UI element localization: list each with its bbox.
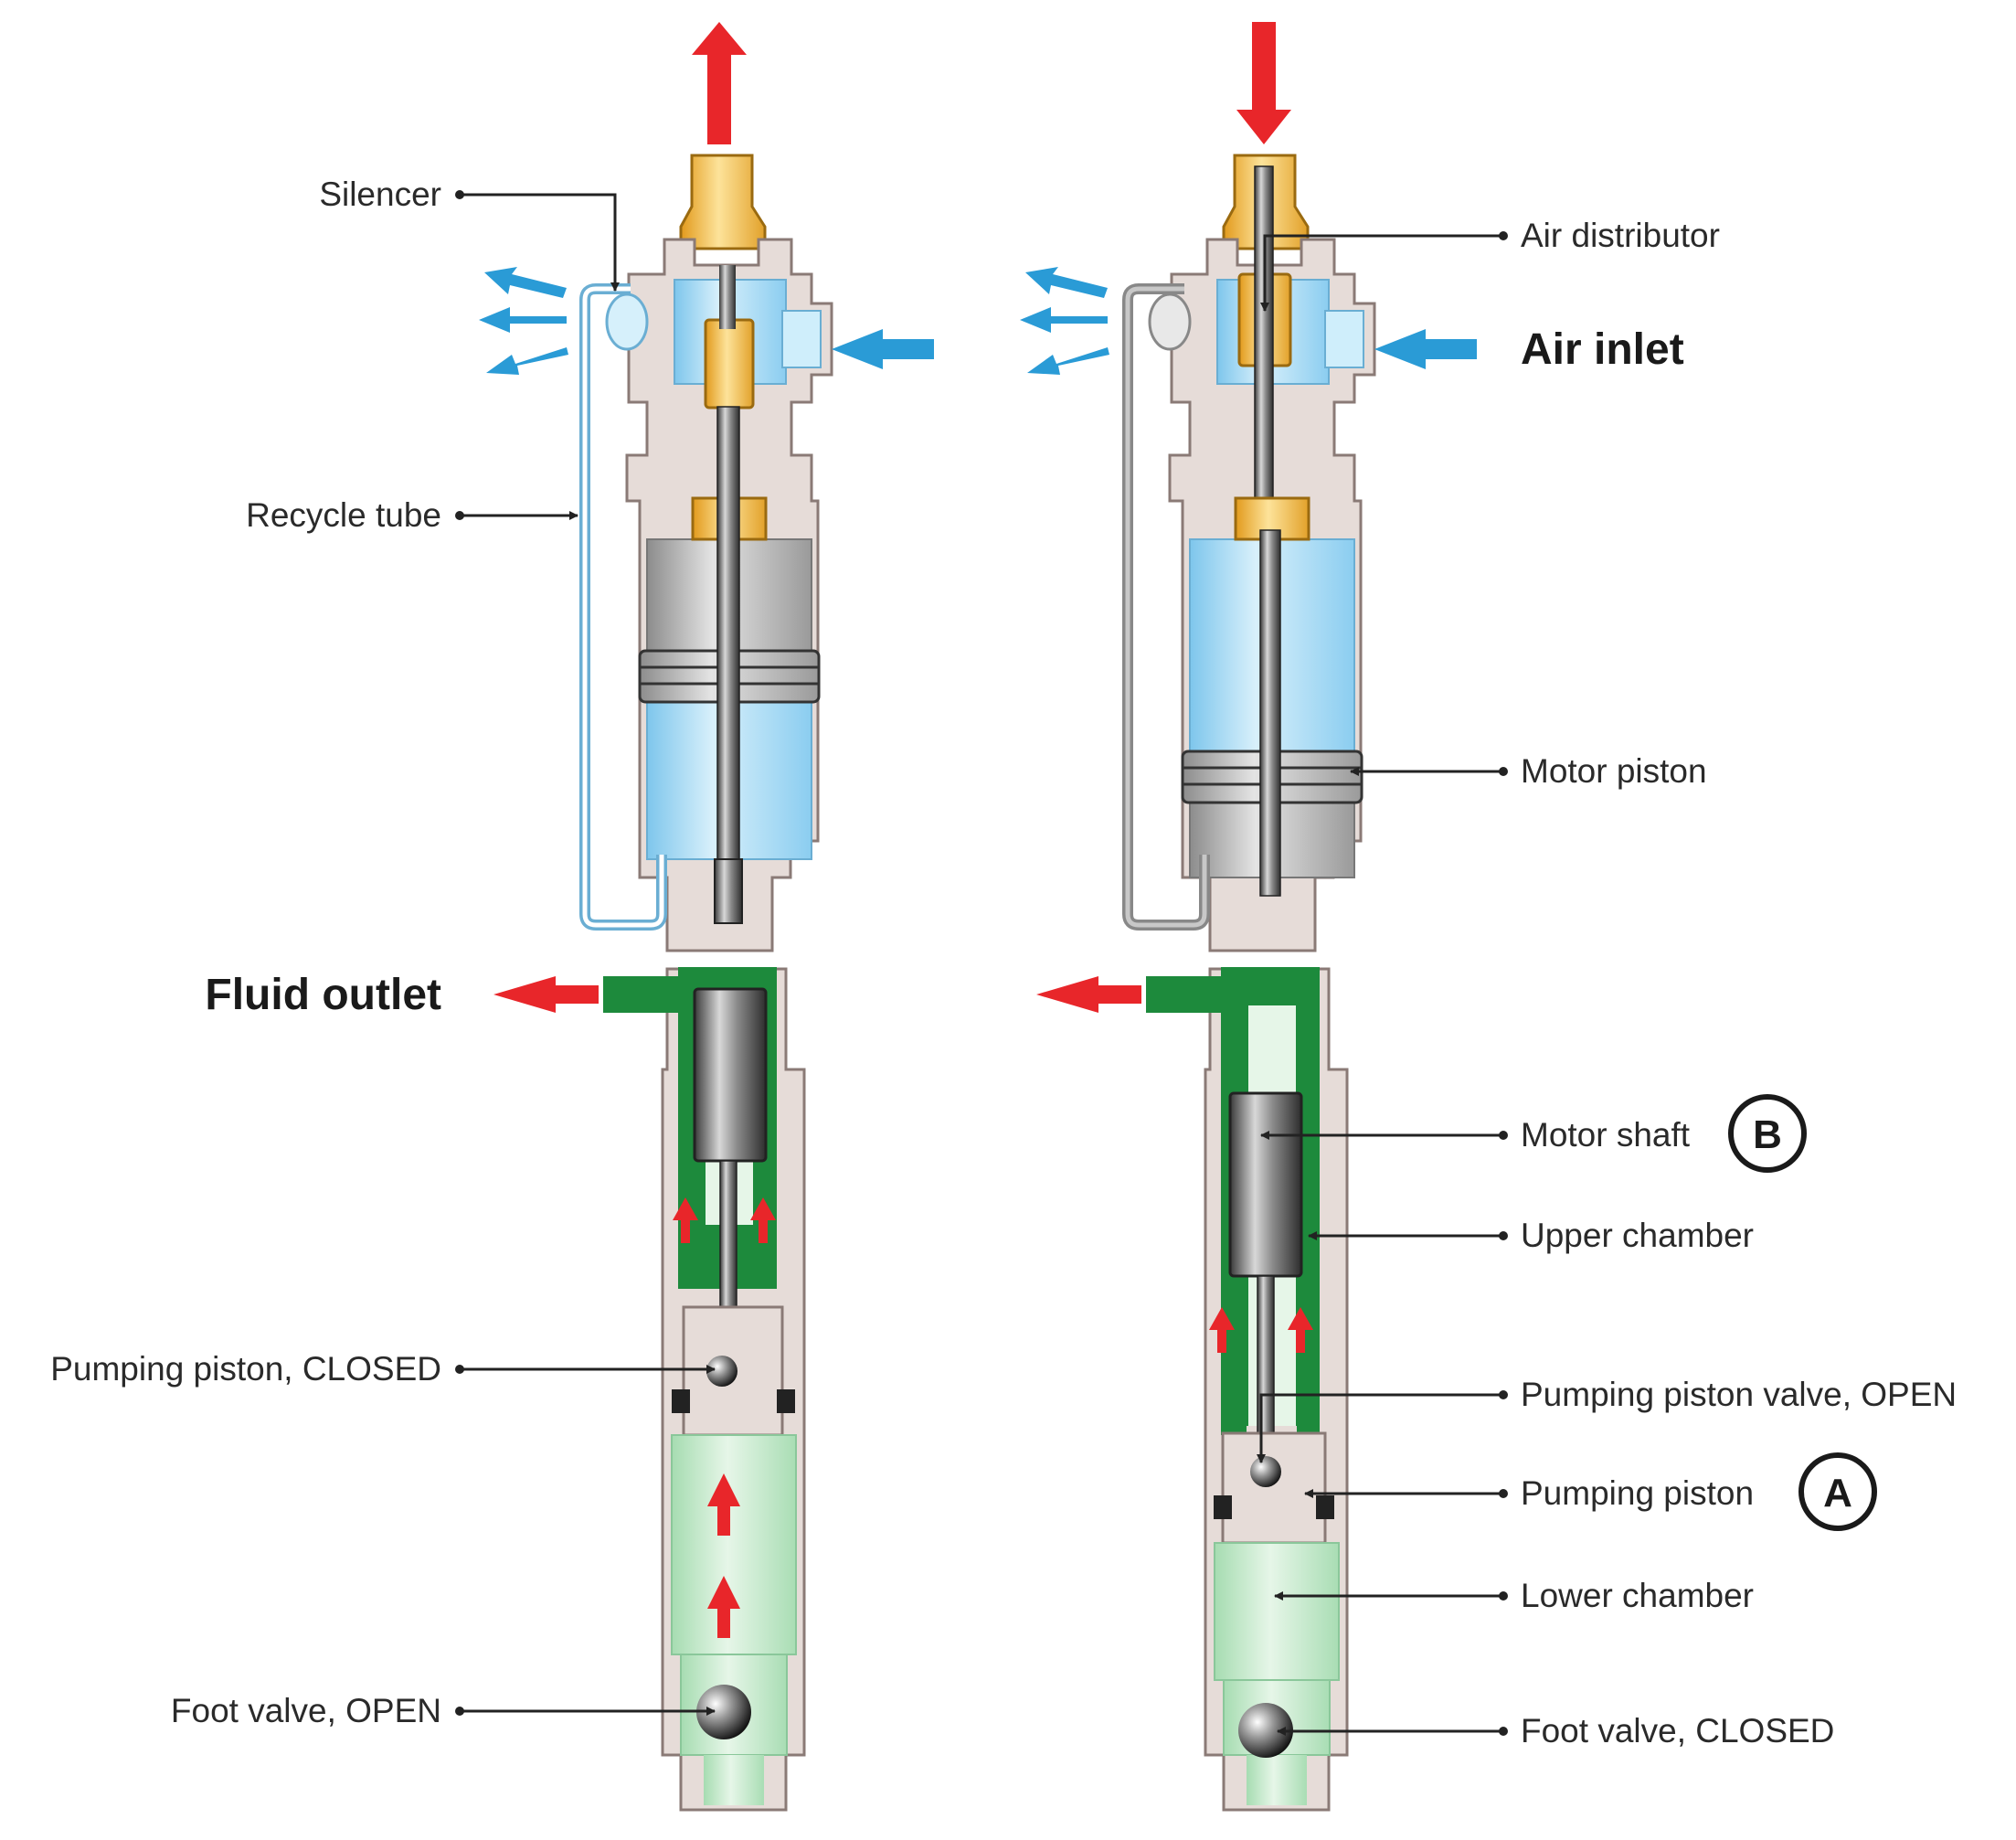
label-foot-valve-open: Foot valve, OPEN: [171, 1692, 441, 1729]
motor-shaft-right: [1228, 1091, 1303, 1278]
pump-upstroke: [479, 22, 934, 1812]
flow-arrows-lower: [707, 1473, 740, 1638]
badge-b-letter: B: [1753, 1112, 1782, 1157]
label-upper-chamber: Upper chamber: [1521, 1217, 1754, 1254]
label-foot-valve-closed: Foot valve, CLOSED: [1521, 1712, 1834, 1750]
top-fitting: [679, 154, 767, 250]
down-arrow-red: [1236, 22, 1291, 144]
pump-downstroke: [1020, 22, 1477, 1812]
flow-arrows-upper-right: [1209, 1307, 1313, 1353]
fluid-outlet-arrow-right: [1036, 976, 1141, 1013]
label-pumping-piston-closed: Pumping piston, CLOSED: [50, 1350, 441, 1388]
flow-arrows-upper: [673, 1197, 776, 1243]
labels-right: Air distributor Air inlet Motor piston M…: [1257, 217, 1957, 1750]
pumping-piston-ball: [706, 1356, 737, 1387]
air-inlet-arrow-right: [1374, 329, 1477, 369]
badge-a: [1798, 1452, 1877, 1531]
badge-a-letter: A: [1823, 1471, 1852, 1516]
label-lower-chamber: Lower chamber: [1521, 1577, 1754, 1614]
label-silencer: Silencer: [319, 175, 441, 213]
exhaust-arrows-right: [1020, 267, 1109, 375]
label-fluid-outlet: Fluid outlet: [205, 971, 441, 1019]
label-pumping-piston-valve-open: Pumping piston valve, OPEN: [1521, 1376, 1957, 1413]
air-inlet-port: [781, 310, 822, 368]
upper-shaft: [716, 406, 740, 920]
air-inlet-arrow: [832, 329, 934, 369]
motor-shaft: [693, 987, 768, 1163]
labels-left: Silencer Recycle tube Fluid outlet Pumpi…: [50, 175, 716, 1729]
label-motor-shaft: Motor shaft: [1521, 1116, 1691, 1154]
foot-valve-ball: [696, 1685, 751, 1739]
label-pumping-piston: Pumping piston: [1521, 1474, 1754, 1512]
lower-chamber-right: [1214, 1542, 1340, 1681]
air-distributor-spool: [704, 318, 755, 409]
lower-chamber: [671, 1434, 797, 1655]
silencer: [605, 292, 649, 351]
exhaust-arrows: [479, 267, 568, 375]
badge-b: [1728, 1094, 1807, 1173]
label-air-distributor: Air distributor: [1521, 217, 1720, 254]
label-air-inlet: Air inlet: [1521, 325, 1684, 374]
fluid-outlet-arrow: [493, 976, 599, 1013]
up-arrow-red: [692, 22, 747, 144]
foot-valve-ball-right: [1238, 1703, 1293, 1758]
label-motor-piston: Motor piston: [1521, 752, 1707, 790]
label-recycle-tube: Recycle tube: [246, 496, 441, 534]
